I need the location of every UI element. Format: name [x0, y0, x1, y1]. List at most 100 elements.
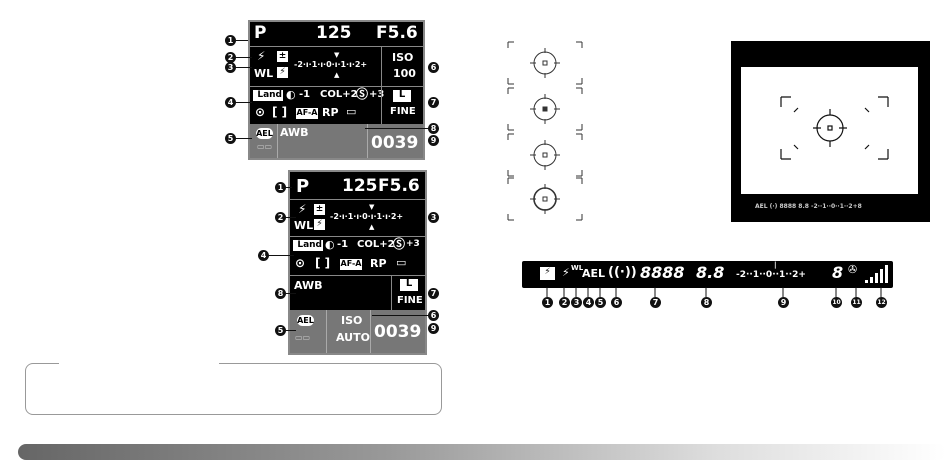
aperture-value: F5.6 [376, 23, 418, 43]
drive-rp-label: RP [322, 106, 339, 119]
scale-pointer-top: ▼ [334, 51, 340, 59]
contrast-value: -1 [337, 239, 349, 250]
strip-callout-6: 6 [611, 297, 622, 308]
af-frame-1 [507, 41, 583, 85]
scale-pointer-top: ▼ [369, 203, 375, 211]
callout-5: 5 [225, 133, 236, 144]
callout-8: 8 [428, 123, 439, 134]
callout-7b: 7 [428, 288, 439, 299]
saturation-value: +3 [406, 239, 420, 249]
metering-icon: ((·)) [608, 265, 637, 280]
landscape-icon: Land [293, 240, 323, 251]
strip-callout-11: 11 [851, 297, 862, 308]
wl-icon: WL [571, 264, 584, 272]
image-quality-label: FINE [390, 106, 416, 117]
frame-counter: 0039 [371, 133, 419, 153]
strip-callout-9: 9 [778, 297, 789, 308]
ev-scale: -2·ı·1·ı·0·ı·1·ı·2+ [330, 212, 404, 221]
callout-4b: 4 [258, 250, 269, 261]
strip-callout-7: 7 [650, 297, 661, 308]
iso-value: AUTO [336, 331, 370, 344]
exposure-mode: P [296, 176, 310, 197]
contrast-value: -1 [299, 89, 311, 100]
flash-icon: ⚡ [562, 266, 570, 279]
last-digit: 8 [832, 263, 844, 282]
ael-label: AEL [582, 267, 606, 280]
white-balance-label: AWB [280, 126, 309, 139]
strip-callout-5: 5 [595, 297, 606, 308]
af-frame-4 [507, 177, 583, 221]
callout-8b: 8 [275, 288, 286, 299]
contrast-icon: ◐ [286, 88, 296, 101]
battery-icon: ▭▭ [257, 142, 273, 151]
saturation-icon: Ⓢ [356, 87, 369, 101]
viewfinder-display: AEL (·) 8888 8.8 -2··1··0··1··2+8 [731, 41, 930, 222]
scale-pointer-bottom: ▲ [369, 223, 375, 231]
flash-comp-icon: ⚡ [277, 67, 288, 78]
callout-6b: 6 [428, 310, 439, 321]
strip-callout-3: 3 [571, 297, 582, 308]
image-size-label: L [393, 90, 411, 102]
callout-3: 3 [225, 62, 236, 73]
ev-scale: -2·ı·1·ı·0·ı·1·ı·2+ [294, 60, 368, 69]
scale-pointer-bottom: ▲ [334, 71, 340, 79]
callout-5b: 5 [275, 325, 286, 336]
strip-callout-12: 12 [876, 297, 887, 308]
contrast-icon: ◐ [325, 238, 335, 251]
af-mode-icon: AF-A [296, 108, 318, 119]
battery-icon: ▭▭ [295, 333, 311, 342]
af-mode-icon: AF-A [340, 259, 362, 270]
exposure-comp-icon: ± [314, 204, 325, 215]
ael-indicator: AEL [256, 128, 273, 139]
metering-icon: ⊙ [255, 105, 266, 119]
callout-7: 7 [428, 97, 439, 108]
camera-shake-icon: ✇ [848, 263, 858, 276]
exposure-mode: P [254, 23, 267, 43]
callout-3b: 3 [428, 212, 439, 223]
af-frame-3 [507, 133, 583, 177]
saturation-value: +3 [369, 89, 385, 100]
lcd-panel-bottom: P 125 F5.6 ⚡ ± WL ⚡ -2·ı·1·ı·0·ı·1·ı·2+ … [288, 170, 427, 355]
callout-9: 9 [428, 135, 439, 146]
lcd-panel-top: P 125 F5.6 ⚡ ± WL ⚡ -2·ı·1·ı·0·ı·1·ı·2+ … [248, 20, 425, 160]
landscape-icon: Land [253, 90, 283, 101]
frame-counter: 0039 [374, 322, 422, 342]
aperture-value: F5.6 [378, 176, 420, 196]
iso-label: ISO [341, 314, 363, 327]
focus-frame-icon [780, 96, 889, 160]
flash-icon: ⚡ [298, 202, 307, 216]
viewfinder-image-area [741, 67, 918, 194]
strip-callout-2: 2 [559, 297, 570, 308]
color-mode-value: COL+2 [320, 89, 358, 100]
strip-callout-4: 4 [583, 297, 594, 308]
strip-callout-1: 1 [542, 297, 553, 308]
af-area-icon: [ ] [315, 256, 331, 270]
iso-value: 100 [393, 67, 416, 80]
saturation-icon: Ⓢ [393, 237, 406, 251]
scale-pointer: | [774, 261, 777, 269]
callout-2b: 2 [275, 212, 286, 223]
af-frame-diagrams [507, 41, 583, 221]
note-box [25, 362, 442, 415]
af-frame-2 [507, 87, 583, 131]
strip-leader-lines [546, 287, 882, 297]
callout-9b: 9 [428, 323, 439, 334]
exposure-comp-icon: ± [277, 51, 288, 62]
flash-icon: ⚡ [257, 49, 266, 63]
strip-callout-8: 8 [701, 297, 712, 308]
shutter-speed: 125 [342, 176, 378, 196]
metering-icon: ⊙ [295, 256, 306, 270]
shutter-digits: 8888 [640, 263, 685, 282]
callout-1: 1 [225, 35, 236, 46]
flash-comp-icon: ⚡ [540, 267, 555, 280]
wireless-flash-label: WL [294, 219, 314, 232]
shutter-speed: 125 [316, 23, 352, 43]
strip-callout-10: 10 [831, 297, 842, 308]
viewfinder-status-line: AEL (·) 8888 8.8 -2··1··0··1··2+8 [755, 203, 862, 210]
drive-mode-icon: ▭ [396, 256, 407, 269]
color-mode-value: COL+2 [357, 239, 395, 250]
callout-1b: 1 [275, 182, 286, 193]
iso-label: ISO [392, 51, 414, 64]
white-balance-label: AWB [294, 279, 323, 292]
shake-level-icon [865, 265, 888, 283]
